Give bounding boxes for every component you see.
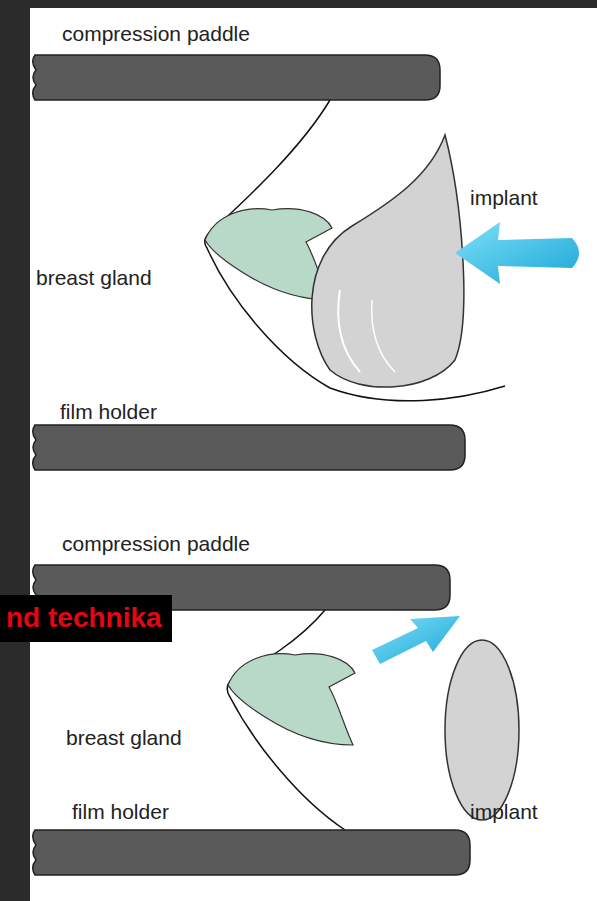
compression-paddle [33, 55, 440, 100]
part-label: film holder [60, 400, 157, 423]
part-label: breast gland [36, 266, 152, 289]
banner-text: nd technika [6, 603, 166, 634]
part-label: compression paddle [62, 532, 250, 555]
film-holder [33, 425, 465, 470]
part-label: compression paddle [62, 22, 250, 45]
implant-highlight [372, 300, 395, 372]
part-label: implant [470, 186, 538, 209]
part-label: implant [470, 800, 538, 823]
title-banner: nd technika [0, 595, 172, 642]
film-holder [33, 830, 470, 875]
part-label: film holder [72, 800, 169, 823]
implant-shape [312, 135, 464, 387]
breast-gland [228, 654, 355, 745]
part-label: breast gland [66, 726, 182, 749]
push-arrow [455, 222, 579, 284]
implant-shape [445, 640, 519, 820]
push-arrow [372, 616, 460, 664]
implant-highlight [338, 290, 360, 372]
